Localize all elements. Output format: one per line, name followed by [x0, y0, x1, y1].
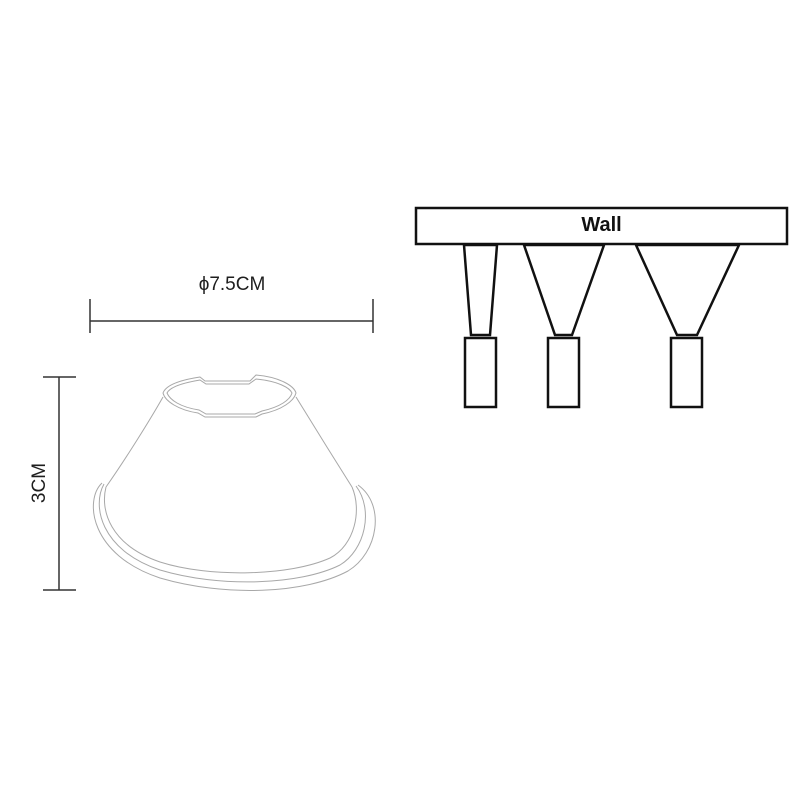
height-dimension [43, 376, 76, 591]
narrow-shade-variant [462, 243, 499, 409]
wide-shade-variant [634, 243, 741, 409]
lamp-shade-drawing [92, 374, 376, 591]
width-dimension [89, 299, 374, 333]
wall-label: Wall [581, 214, 622, 236]
wall-mounting-diagram [414, 206, 789, 409]
height-dimension-label: 3CM [29, 462, 50, 504]
width-dimension-label: ϕ7.5CM [198, 274, 266, 295]
medium-shade-variant [522, 243, 606, 409]
